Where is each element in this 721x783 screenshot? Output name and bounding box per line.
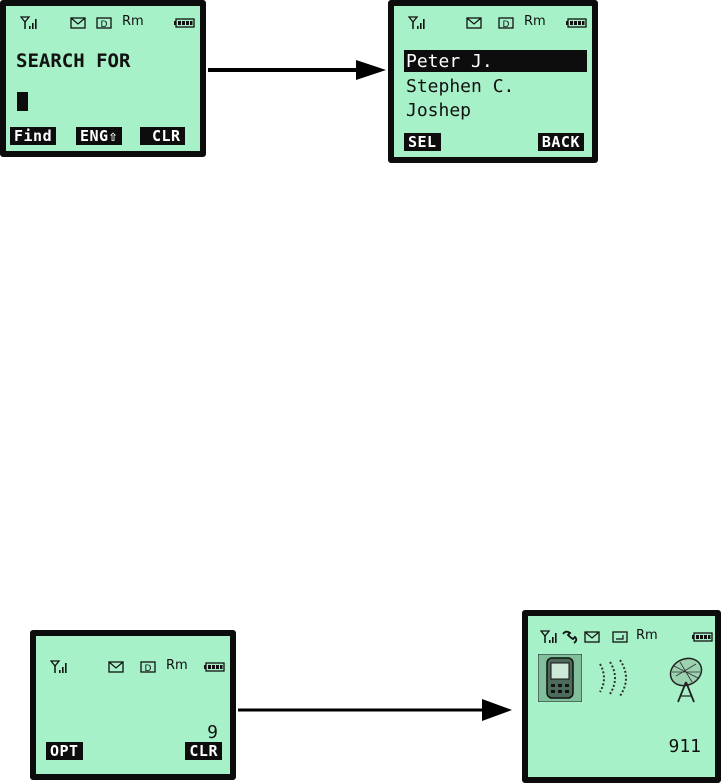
envelope-icon — [108, 660, 124, 674]
back-softkey[interactable]: BACK — [538, 133, 584, 151]
voicemail-icon — [612, 630, 628, 644]
text-cursor[interactable] — [17, 92, 28, 111]
softkey-bar: Find ENG⇧ CLR — [10, 125, 196, 145]
svg-text:D: D — [145, 664, 152, 674]
envelope-icon — [584, 630, 600, 644]
signal-icon — [50, 660, 68, 674]
signal-icon — [540, 630, 558, 644]
battery-icon — [566, 16, 588, 30]
clear-softkey[interactable]: CLR — [140, 127, 185, 145]
search-prompt: SEARCH FOR — [16, 50, 130, 72]
find-softkey[interactable]: Find — [10, 127, 56, 145]
roaming-indicator: Rm — [122, 14, 144, 28]
satellite-dish-icon — [666, 656, 706, 704]
emergency-call-screen: Rm 911 — [522, 610, 721, 783]
status-bar: D Rm — [44, 660, 222, 676]
data-icon: D — [140, 660, 156, 674]
contact-item[interactable]: Peter J. — [406, 51, 493, 72]
data-icon: D — [96, 16, 112, 30]
roaming-indicator: Rm — [166, 658, 188, 672]
svg-text:D: D — [503, 20, 510, 30]
flow-arrow — [208, 58, 388, 82]
contact-item[interactable]: Stephen C. — [406, 76, 514, 97]
status-bar: Rm — [536, 630, 707, 646]
status-bar: D Rm — [402, 16, 584, 32]
svg-text:D: D — [101, 20, 108, 30]
select-softkey[interactable]: SEL — [404, 133, 441, 151]
battery-icon — [692, 630, 714, 644]
signal-icon — [20, 16, 38, 30]
data-icon: D — [498, 16, 514, 30]
signal-icon — [408, 16, 426, 30]
contact-item[interactable]: Joshep — [406, 100, 471, 121]
dialing-screen: D Rm 9 OPT CLR — [30, 630, 236, 780]
dialed-number: 911 — [668, 736, 701, 757]
clear-softkey[interactable]: CLR — [185, 742, 222, 760]
envelope-icon — [466, 16, 482, 30]
call-icon — [562, 630, 578, 644]
signal-waves-icon — [594, 658, 634, 698]
battery-icon — [174, 16, 196, 30]
flow-arrow — [238, 698, 514, 722]
battery-icon — [204, 660, 226, 674]
roaming-indicator: Rm — [636, 628, 658, 642]
phone-icon — [538, 654, 582, 702]
options-softkey[interactable]: OPT — [46, 742, 83, 760]
softkey-bar: SEL BACK — [398, 131, 588, 151]
roaming-indicator: Rm — [524, 14, 546, 28]
contact-results-screen: D Rm Peter J. Stephen C. Joshep SEL BACK — [388, 0, 598, 163]
status-bar: D Rm — [14, 16, 192, 32]
input-mode-softkey[interactable]: ENG⇧ — [76, 127, 122, 145]
search-screen: D Rm SEARCH FOR Find ENG⇧ CLR — [0, 0, 206, 157]
envelope-icon — [70, 16, 86, 30]
softkey-bar: OPT CLR — [40, 740, 226, 760]
